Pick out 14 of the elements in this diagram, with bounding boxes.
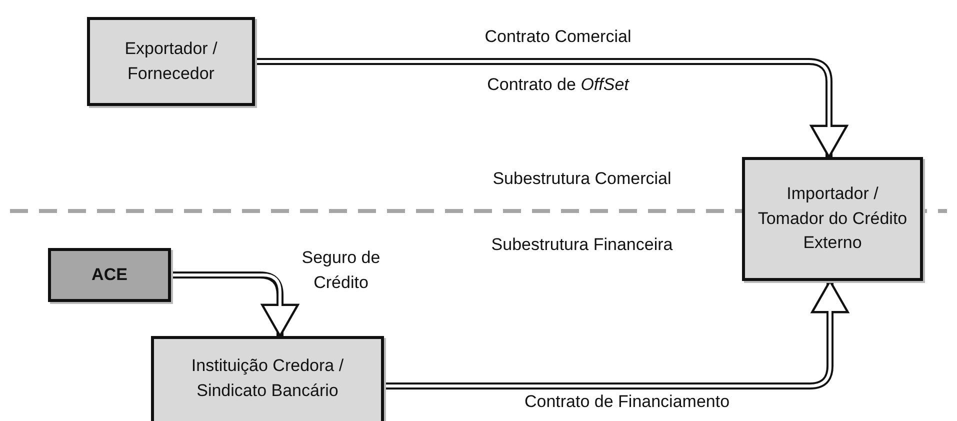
note-label: Subestrutura Financeira	[491, 234, 673, 256]
note-label: Contrato de OffSet	[487, 74, 629, 96]
process-box	[151, 336, 384, 421]
box-label: Instituição Credora / Sindicato Bancário	[190, 355, 345, 402]
note-label: Subestrutura Comercial	[492, 168, 672, 190]
box-label: Importador / Tomador do Crédito Externo	[756, 183, 908, 254]
edge-label: Seguro de Crédito	[300, 247, 382, 294]
edge-label: Contrato de Financiamento	[524, 391, 730, 413]
box-label: Exportador / Fornecedor	[124, 38, 218, 84]
process-box	[742, 157, 923, 281]
edge-label: Contrato Comercial	[484, 26, 632, 48]
box-label: ACE	[92, 264, 128, 286]
process-box	[87, 17, 255, 106]
process-box	[48, 248, 171, 302]
